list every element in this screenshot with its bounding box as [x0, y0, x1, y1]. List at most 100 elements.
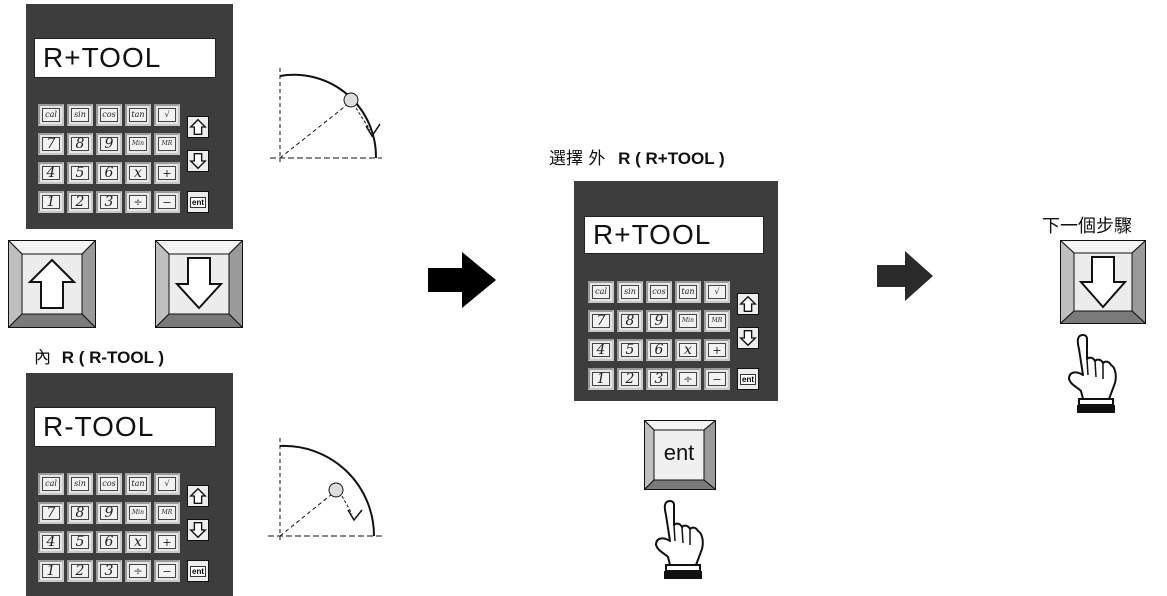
select-outer-r-caption: 選擇 外 R ( R+TOOL ) [549, 144, 725, 169]
down-arrow-key-icon[interactable] [737, 327, 759, 349]
keypad-key[interactable]: 6 [646, 339, 672, 361]
keypad-key[interactable]: √ [704, 281, 730, 303]
keypad-key-label: 7 [42, 137, 60, 151]
keypad-key-label: Min [129, 506, 147, 520]
keypad-key[interactable]: 9 [96, 502, 122, 524]
keypad-key[interactable]: 1 [588, 368, 614, 390]
keypad-key-label: x [129, 535, 147, 549]
keypad-key[interactable]: + [704, 339, 730, 361]
keypad-key[interactable]: x [125, 531, 151, 553]
keypad-key[interactable]: 9 [646, 310, 672, 332]
keypad-key[interactable]: 6 [96, 162, 122, 184]
keypad-key[interactable]: 6 [96, 531, 122, 553]
keypad-key[interactable]: − [704, 368, 730, 390]
keypad-key[interactable]: 8 [67, 133, 93, 155]
keypad-key-label: 9 [100, 506, 118, 520]
up-arrow-key-icon[interactable] [187, 116, 209, 138]
keypad-key-label: 8 [621, 314, 639, 328]
keypad-key[interactable]: tan [125, 473, 151, 495]
keypad-key[interactable]: 3 [96, 191, 122, 213]
keypad-key[interactable]: Min [125, 502, 151, 524]
keypad-key[interactable]: MR [704, 310, 730, 332]
enter-key-label: ent [190, 565, 206, 577]
keypad-key[interactable]: 2 [67, 191, 93, 213]
keypad-key[interactable]: cal [588, 281, 614, 303]
enter-key[interactable]: ent [737, 368, 759, 390]
keypad-key[interactable]: 7 [38, 133, 64, 155]
keypad-key-label: 1 [592, 372, 610, 386]
keypad-key[interactable]: cos [96, 104, 122, 126]
keypad-key[interactable]: 4 [38, 531, 64, 553]
keypad-key[interactable]: 3 [646, 368, 672, 390]
keypad-key-label: ÷ [129, 564, 147, 578]
keypad-key[interactable]: 2 [617, 368, 643, 390]
keypad-key[interactable]: x [125, 162, 151, 184]
keypad-key[interactable]: 5 [67, 531, 93, 553]
up-arrow-key-icon[interactable] [737, 293, 759, 315]
keypad-key-label: cal [592, 285, 610, 299]
keypad-key-label: 8 [71, 137, 89, 151]
keypad-key[interactable]: 5 [617, 339, 643, 361]
keypad-key[interactable]: 4 [38, 162, 64, 184]
keypad-key[interactable]: tan [675, 281, 701, 303]
keypad-key-label: tan [129, 108, 147, 122]
up-arrow-key-icon[interactable] [187, 485, 209, 507]
keypad-key[interactable]: √ [154, 473, 180, 495]
keypad-key[interactable]: MR [154, 133, 180, 155]
inner-caption-label: R ( R-TOOL ) [61, 348, 165, 367]
keypad-key[interactable]: + [154, 162, 180, 184]
keypad-key[interactable]: − [154, 560, 180, 582]
keypad-key[interactable]: sin [617, 281, 643, 303]
keypad-key[interactable]: Min [125, 133, 151, 155]
down-arrow-key-icon[interactable] [155, 240, 243, 328]
down-arrow-key-icon[interactable] [1060, 240, 1146, 324]
keypad-key-label: 4 [592, 343, 610, 357]
keypad-key[interactable]: 7 [588, 310, 614, 332]
keypad-key[interactable]: ÷ [125, 191, 151, 213]
down-arrow-key-icon[interactable] [187, 150, 209, 172]
keypad-key[interactable]: tan [125, 104, 151, 126]
keypad-key-label: 3 [100, 564, 118, 578]
keypad-key-label: cos [100, 477, 118, 491]
keypad-key[interactable]: MR [154, 502, 180, 524]
keypad-key-label: sin [621, 285, 639, 299]
keypad-key[interactable]: 8 [617, 310, 643, 332]
keypad-key[interactable]: cos [96, 473, 122, 495]
keypad-key[interactable]: 4 [588, 339, 614, 361]
keypad-key[interactable]: 8 [67, 502, 93, 524]
keypad-key[interactable]: 9 [96, 133, 122, 155]
keypad-key[interactable]: 7 [38, 502, 64, 524]
keypad-key-label: cal [42, 108, 60, 122]
keypad-key[interactable]: ÷ [125, 560, 151, 582]
enter-key[interactable]: ent [187, 191, 209, 213]
keypad-key[interactable]: 1 [38, 560, 64, 582]
keypad-key[interactable]: 1 [38, 191, 64, 213]
keypad-key-label: 5 [71, 535, 89, 549]
keypad-key[interactable]: ÷ [675, 368, 701, 390]
keypad-key-label: 5 [621, 343, 639, 357]
keypad-key[interactable]: cal [38, 473, 64, 495]
keypad-key[interactable]: + [154, 531, 180, 553]
arc-radius-diagram-icon [270, 68, 382, 162]
keypad-key[interactable]: 3 [96, 560, 122, 582]
keypad-key[interactable]: sin [67, 104, 93, 126]
keypad-key[interactable]: x [675, 339, 701, 361]
keypad-key[interactable]: Min [675, 310, 701, 332]
keypad-key[interactable]: √ [154, 104, 180, 126]
keypad-key[interactable]: 5 [67, 162, 93, 184]
enter-button[interactable]: ent [644, 420, 716, 490]
keypad-key[interactable]: 2 [67, 560, 93, 582]
keypad-key[interactable]: sin [67, 473, 93, 495]
display-text: R+TOOL [43, 42, 162, 73]
keypad-key-label: + [158, 166, 176, 180]
keypad-key-label: sin [71, 108, 89, 122]
next-step-label: 下一個步驟 [1042, 216, 1132, 237]
keypad-key[interactable]: − [154, 191, 180, 213]
up-arrow-key-icon[interactable] [8, 240, 96, 328]
keypad-key[interactable]: cos [646, 281, 672, 303]
enter-key[interactable]: ent [187, 560, 209, 582]
keypad-key[interactable]: cal [38, 104, 64, 126]
down-arrow-key-icon[interactable] [187, 519, 209, 541]
